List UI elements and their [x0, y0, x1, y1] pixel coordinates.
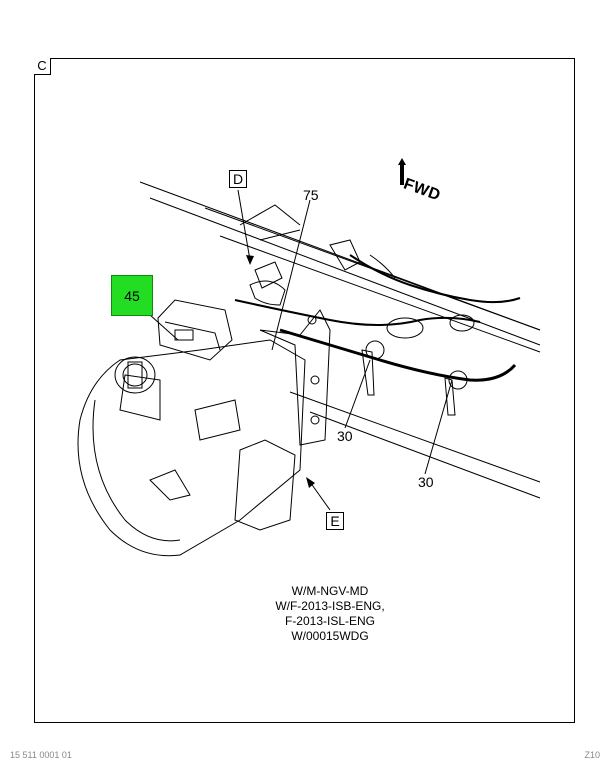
- detail-view-frame: [34, 58, 575, 723]
- bracket-bolt: [310, 375, 320, 385]
- arrowhead: [246, 255, 254, 265]
- arrowhead: [306, 477, 315, 488]
- footer-page: Z10: [584, 750, 600, 760]
- harness-grommet: [449, 314, 475, 332]
- fill-cap: [114, 356, 156, 394]
- harness-clamp: [361, 349, 375, 396]
- callout-45-highlighted[interactable]: 45: [111, 275, 153, 316]
- note-line: F-2013-ISL-ENG: [284, 614, 376, 628]
- callout-30[interactable]: 30: [418, 474, 434, 490]
- harness-clamp: [365, 340, 385, 360]
- harness-clamp: [444, 377, 456, 416]
- frame-rail-line: [239, 204, 301, 226]
- bracket-bolt: [307, 315, 317, 325]
- control-module: [157, 299, 233, 361]
- module-connector: [174, 329, 194, 341]
- wiring-harness: [369, 254, 396, 279]
- leader-75: [271, 199, 311, 351]
- frame-rail-line: [289, 391, 541, 483]
- tank-housing: [92, 399, 181, 542]
- leader-45: [149, 314, 179, 341]
- note-line: W/00015WDG: [291, 629, 369, 643]
- applicability-notes: W/M-NGV-MD W/F-2013-ISB-ENG, F-2013-ISL-…: [215, 584, 445, 644]
- leader-30b: [424, 379, 453, 475]
- wiring-harness: [329, 239, 361, 271]
- frame-rail-line: [259, 229, 301, 241]
- leader-30a: [344, 359, 371, 429]
- harness-connector: [254, 261, 283, 289]
- leader-d: [237, 189, 251, 261]
- tank-housing: [149, 469, 191, 501]
- fill-cap: [122, 363, 148, 387]
- callout-30[interactable]: 30: [337, 428, 353, 444]
- wiring-harness: [279, 328, 517, 382]
- control-module: [164, 321, 221, 351]
- callout-75[interactable]: 75: [303, 187, 319, 203]
- note-line: W/F-2013-ISB-ENG,: [275, 599, 385, 613]
- harness-connector: [249, 280, 286, 306]
- tank-housing: [119, 374, 161, 421]
- view-e-label: E: [326, 512, 344, 530]
- leader-e: [309, 481, 331, 511]
- wiring-harness: [234, 299, 481, 326]
- harness-clamp: [448, 370, 468, 390]
- frame-rail-line: [309, 411, 541, 499]
- footer-drawing-number: 15 511 0001 01: [10, 750, 72, 760]
- frame-rail-line: [219, 235, 541, 353]
- mounting-bracket: [259, 309, 331, 446]
- lower-bracket: [234, 439, 296, 531]
- tank-housing: [194, 399, 241, 441]
- bracket-bolt: [310, 415, 320, 425]
- tank-housing: [77, 339, 306, 557]
- fwd-arrow: [398, 158, 406, 185]
- wiring-harness: [349, 254, 521, 304]
- fill-cap: [127, 361, 143, 389]
- harness-grommet: [386, 317, 424, 339]
- view-label: C: [34, 58, 51, 75]
- note-line: W/M-NGV-MD: [291, 584, 369, 598]
- view-d-label: D: [229, 170, 247, 188]
